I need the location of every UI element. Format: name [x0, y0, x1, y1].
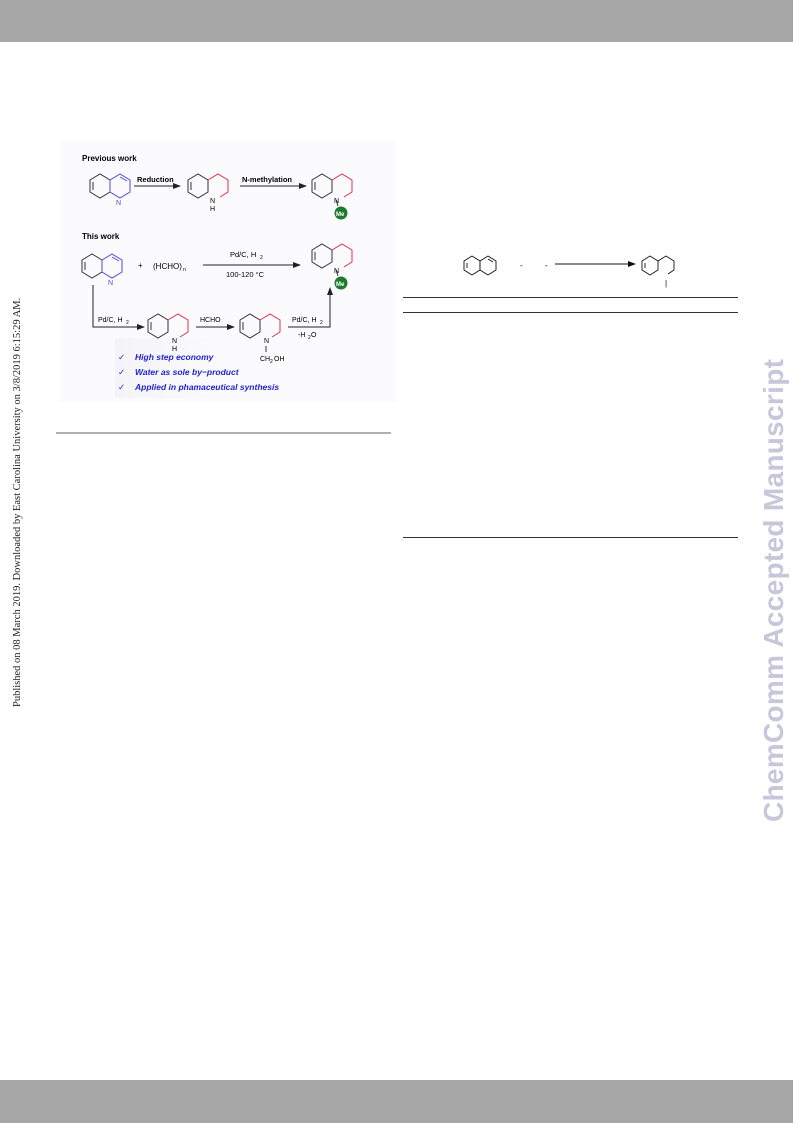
- h-atom-label: H: [210, 206, 215, 213]
- scheme-methyl-bond: |: [665, 279, 667, 288]
- n-atom-label: N: [116, 200, 121, 207]
- n-atom-label-3: N: [108, 280, 113, 287]
- methyl-label: Me: [336, 212, 345, 218]
- nh-atom-label: N: [210, 198, 215, 205]
- n-atom-label-4: N: [334, 268, 339, 275]
- scheme-quinoline: [463, 255, 497, 276]
- benefit-backdrop: [115, 338, 345, 398]
- methyl-badge-2: [334, 276, 348, 290]
- paraformaldehyde-subscript: n: [183, 267, 186, 273]
- graphical-abstract-figure: Previous work N Reduction N H N-methylat…: [60, 140, 396, 402]
- quinoline-structure: [89, 173, 131, 199]
- hcho-label: HCHO: [200, 317, 221, 324]
- ch2oh-tail: OH: [274, 356, 285, 363]
- plus-sign: +: [138, 261, 143, 270]
- scheme-reagent-dash-2: -: [545, 261, 548, 270]
- methyl-badge: [334, 206, 348, 220]
- n-methyl-tetrahydroquinoline-structure-2: [311, 243, 353, 277]
- conditions-h2-subscript: 2: [260, 255, 263, 261]
- nh-atom-label-2: N: [172, 338, 177, 345]
- hydrogenation-path-arrow: [92, 285, 145, 330]
- figure-divider: [56, 432, 391, 434]
- methylation-label: N-methylation: [242, 175, 292, 184]
- benefit-water-byproduct: Water as sole by−product: [135, 367, 240, 377]
- table-header-rule: [403, 312, 738, 313]
- n-atom-label-5: N: [264, 338, 269, 345]
- hydrogenation-h2-subscript: 2: [126, 320, 129, 326]
- this-work-heading: This work: [82, 232, 120, 241]
- tetrahydroquinoline-structure-2: [147, 313, 189, 339]
- water-loss-oxygen: O: [311, 332, 317, 339]
- methylation-path-arrow: [288, 287, 333, 328]
- second-hydrogenation-h2-subscript: 2: [320, 320, 323, 326]
- table-bottom-rule: [403, 537, 738, 538]
- scheme-reagent-dash: -: [520, 261, 523, 270]
- n-hydroxymethyl-intermediate: [239, 313, 281, 352]
- n-methyl-tetrahydroquinoline-structure: [311, 173, 353, 207]
- second-hydrogenation-label: Pd/C, H: [292, 317, 317, 324]
- check-icon-3: ✓: [118, 383, 125, 393]
- methyl-label-2: Me: [336, 282, 345, 288]
- n-atom-label-2: N: [334, 198, 339, 205]
- table-top-rule: [403, 297, 738, 298]
- previous-work-heading: Previous work: [82, 154, 137, 163]
- water-loss-subscript: 2: [308, 335, 311, 341]
- reduction-label: Reduction: [137, 175, 174, 184]
- h-atom-label-2: H: [172, 346, 177, 353]
- scheme-product: [641, 255, 675, 276]
- footer-bar: [0, 1080, 793, 1123]
- manuscript-watermark: ChemComm Accepted Manuscript: [758, 358, 789, 822]
- benefit-step-economy: High step economy: [135, 352, 215, 362]
- check-icon: ✓: [118, 353, 125, 363]
- ch2oh-subscript: 2: [270, 359, 273, 365]
- hydrogenation-label: Pd/C, H: [98, 317, 123, 324]
- published-note: Published on 08 March 2019. Downloaded b…: [12, 297, 23, 707]
- quinoline-structure-2: [81, 253, 123, 279]
- header-bar: [0, 0, 793, 42]
- conditions-label: Pd/C, H: [230, 250, 256, 259]
- temperature-label: 100-120 °C: [226, 270, 265, 279]
- check-icon-2: ✓: [118, 368, 125, 378]
- paraformaldehyde-label: (HCHO): [153, 262, 182, 271]
- ch2oh-label: CH: [260, 356, 270, 363]
- table-reaction-scheme: - - |: [463, 255, 675, 288]
- benefit-pharma-synthesis: Applied in phamaceutical synthesis: [134, 382, 279, 392]
- tetrahydroquinoline-structure: [187, 173, 229, 199]
- water-loss-label: -H: [298, 332, 305, 339]
